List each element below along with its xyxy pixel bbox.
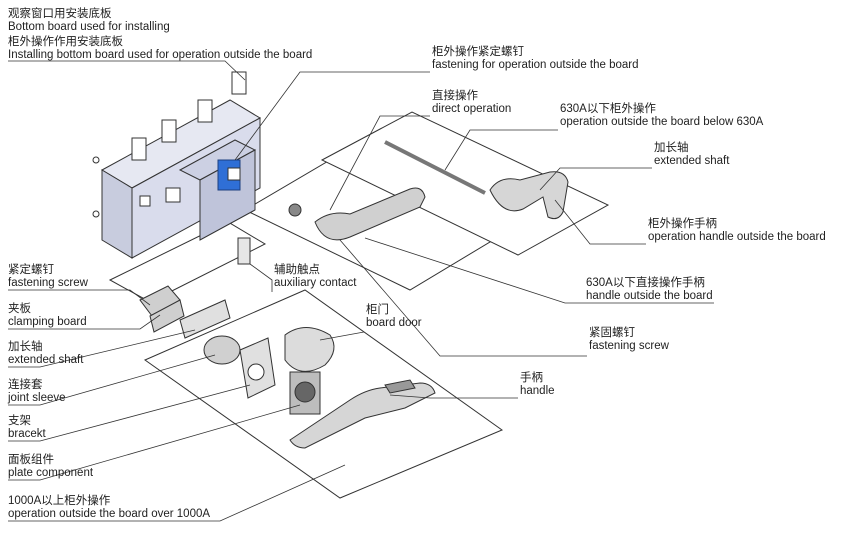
label-cn: 面板组件 bbox=[8, 454, 54, 466]
label-en: Bottom board used for installing bbox=[8, 21, 170, 33]
label-outside-handle: 柜外操作手柄 operation handle outside the boar… bbox=[648, 218, 826, 244]
label-cn: 连接套 bbox=[8, 379, 43, 391]
label-cn: 辅助触点 bbox=[274, 264, 320, 276]
auxiliary-contact-part bbox=[237, 237, 251, 265]
label-cn: 夹板 bbox=[8, 303, 31, 315]
joint-sleeve-part bbox=[203, 335, 241, 365]
label-cn: 直接操作 bbox=[432, 90, 478, 102]
label-plate-component: 面板组件 plate component bbox=[8, 454, 93, 480]
label-observation-bottom-board: 观察窗口用安装底板 Bottom board used for installi… bbox=[8, 8, 170, 34]
label-below-630a: 630A以下柜外操作 operation outside the board b… bbox=[560, 103, 763, 129]
label-cn: 柜外操作作用安装底板 bbox=[8, 36, 123, 48]
label-cn: 加长轴 bbox=[654, 142, 689, 154]
label-en: bracekt bbox=[8, 428, 46, 440]
label-clamping-board: 夹板 clamping board bbox=[8, 303, 87, 329]
large-handle-part bbox=[289, 379, 436, 449]
label-joint-sleeve: 连接套 joint sleeve bbox=[8, 379, 66, 405]
label-extended-shaft-right: 加长轴 extended shaft bbox=[654, 142, 729, 168]
label-cn: 柜外操作紧定螺钉 bbox=[432, 46, 524, 58]
label-handle-630a: 630A以下直接操作手柄 handle outside the board bbox=[586, 277, 713, 303]
label-en: fastening for operation outside the boar… bbox=[432, 59, 639, 71]
label-en: handle bbox=[520, 385, 555, 397]
label-fastening-screw-left: 紧定螺钉 fastening screw bbox=[8, 264, 88, 290]
label-en: operation outside the board over 1000A bbox=[8, 508, 211, 520]
label-en: clamping board bbox=[8, 316, 87, 328]
label-cn: 紧定螺钉 bbox=[8, 264, 54, 276]
label-cn: 加长轴 bbox=[8, 341, 43, 353]
switch-body bbox=[92, 71, 262, 259]
label-outside-install-board: 柜外操作作用安装底板 Installing bottom board used … bbox=[8, 36, 312, 62]
label-extended-shaft-left: 加长轴 extended shaft bbox=[8, 341, 83, 367]
label-en: fastening screw bbox=[8, 277, 88, 289]
label-auxiliary-contact: 辅助触点 auxiliary contact bbox=[274, 264, 356, 290]
label-en: operation outside the board below 630A bbox=[560, 116, 764, 128]
board-door-part bbox=[284, 327, 335, 372]
label-en: operation handle outside the board bbox=[648, 231, 826, 243]
label-en: direct operation bbox=[432, 103, 512, 115]
label-cn: 手柄 bbox=[520, 372, 543, 384]
label-cn: 柜外操作手柄 bbox=[648, 218, 717, 230]
label-cn: 630A以下柜外操作 bbox=[560, 103, 656, 115]
label-cn: 630A以下直接操作手柄 bbox=[586, 277, 705, 289]
label-en: extended shaft bbox=[654, 155, 730, 167]
plate-component-part bbox=[289, 371, 321, 415]
label-over-1000a: 1000A以上柜外操作 operation outside the board … bbox=[8, 495, 210, 521]
label-fastening-screw-right: 紧固螺钉 fastening screw bbox=[589, 327, 669, 353]
label-fastening-outside: 柜外操作紧定螺钉 fastening for operation outside… bbox=[432, 46, 639, 72]
outside-handle-right bbox=[489, 171, 569, 220]
bracket-part bbox=[239, 337, 276, 399]
label-en: board door bbox=[366, 317, 422, 329]
label-en: handle outside the board bbox=[586, 290, 713, 302]
label-cn: 支架 bbox=[8, 415, 31, 427]
label-direct-operation: 直接操作 direct operation bbox=[432, 90, 511, 116]
label-bracket: 支架 bracekt bbox=[8, 415, 46, 441]
label-board-door: 柜门 board door bbox=[366, 304, 422, 330]
label-handle: 手柄 handle bbox=[520, 372, 555, 398]
direct-operation-handle bbox=[288, 187, 426, 241]
extended-shaft-right bbox=[384, 140, 486, 195]
label-en: auxiliary contact bbox=[274, 277, 357, 289]
label-cn: 紧固螺钉 bbox=[589, 327, 635, 339]
label-cn: 观察窗口用安装底板 bbox=[8, 8, 112, 20]
label-en: plate component bbox=[8, 467, 94, 479]
label-cn: 柜门 bbox=[366, 304, 389, 316]
label-en: joint sleeve bbox=[8, 392, 66, 404]
label-en: fastening screw bbox=[589, 340, 669, 352]
label-en: Installing bottom board used for operati… bbox=[8, 49, 313, 61]
label-en: extended shaft bbox=[8, 354, 84, 366]
extended-shaft-left bbox=[179, 299, 231, 339]
clamping-board-part bbox=[139, 285, 185, 333]
label-cn: 1000A以上柜外操作 bbox=[8, 495, 111, 507]
